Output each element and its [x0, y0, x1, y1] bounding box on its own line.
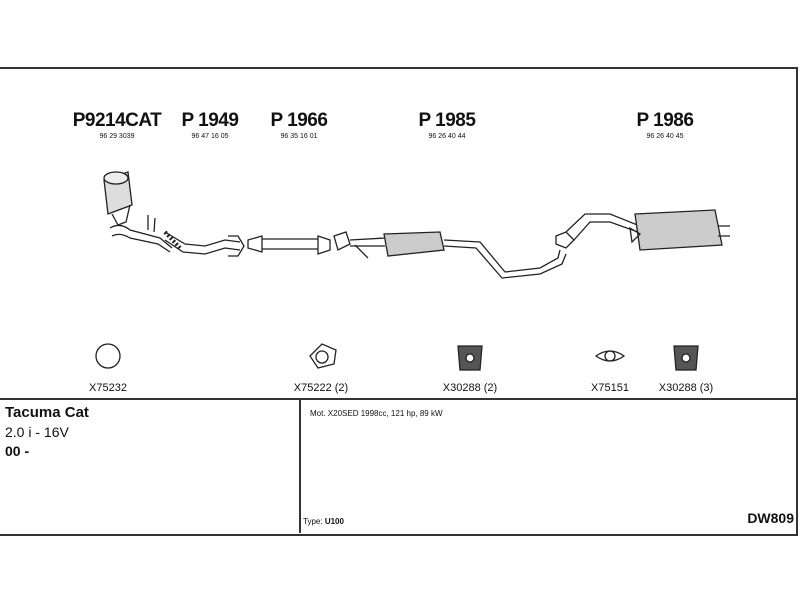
part-label: P 1986 96 26 40 45: [637, 110, 694, 140]
rubber-hanger-icon: [673, 345, 699, 371]
part-label: P9214CAT 96 29 3039: [73, 110, 162, 140]
oval-flange-gasket-icon: [594, 350, 626, 362]
ring-gasket-icon: [95, 343, 121, 369]
vehicle-model: Tacuma Cat: [5, 404, 89, 421]
diagram-frame: [0, 67, 798, 536]
part-number: P 1986: [636, 110, 694, 131]
diagram-code: DW809: [747, 510, 794, 526]
catalytic-converter-icon: [103, 171, 173, 253]
part-number: P 1966: [270, 110, 328, 131]
part-number: P 1985: [418, 110, 476, 131]
triangle-flange-gasket-icon: [309, 343, 337, 369]
oe-number: 96 29 3039: [99, 133, 135, 140]
part-label: P 1985 96 26 40 44: [419, 110, 476, 140]
rubber-hanger-icon: [457, 345, 483, 371]
accessory-code: X30288 (2): [442, 382, 498, 394]
vehicle-year: 00 -: [5, 443, 30, 459]
front-pipe-icon: [163, 230, 245, 257]
type-info: Type: U100: [303, 517, 344, 526]
middle-pipe-icon: [247, 235, 331, 255]
part-number: P9214CAT: [72, 110, 162, 131]
part-label: P 1966 96 35 16 01: [271, 110, 328, 140]
accessory-code: X75232: [89, 382, 127, 394]
oe-number: 96 26 40 44: [428, 133, 466, 140]
centre-silencer-icon: [333, 231, 567, 279]
accessory-code: X75222 (2): [293, 382, 349, 394]
rear-silencer-icon: [555, 209, 730, 251]
part-label: P 1949 96 47 16 05: [182, 110, 239, 140]
type-value: U100: [324, 517, 344, 526]
divider: [299, 400, 301, 533]
oe-number: 96 47 16 05: [191, 133, 229, 140]
divider: [0, 398, 798, 400]
accessory-code: X75151: [591, 382, 629, 394]
vehicle-engine: 2.0 i - 16V: [5, 424, 69, 440]
oe-number: 96 35 16 01: [280, 133, 318, 140]
oe-number: 96 26 40 45: [646, 133, 684, 140]
type-label: Type:: [303, 517, 323, 526]
part-number: P 1949: [181, 110, 239, 131]
motor-details: Mot. X20SED 1998cc, 121 hp, 89 kW: [310, 409, 443, 418]
accessory-code: X30288 (3): [658, 382, 714, 394]
